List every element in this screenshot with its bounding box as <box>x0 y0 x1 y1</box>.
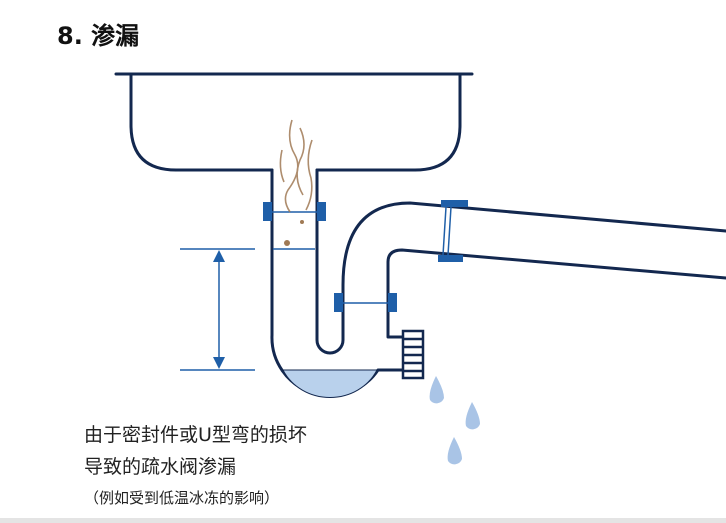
divider <box>0 518 726 523</box>
water-seal <box>282 369 378 398</box>
caption-line-2: 导致的疏水阀渗漏 <box>84 456 237 478</box>
trap-outer-wall <box>270 168 405 398</box>
arrow-down-icon <box>213 357 225 369</box>
cleanout-nut <box>401 329 425 380</box>
sink-basin <box>129 72 462 172</box>
page-title: 8. 渗漏 <box>57 22 140 50</box>
outlet-lower-wall <box>386 248 726 339</box>
caption-line-1: 由于密封件或U型弯的损坏 <box>84 424 307 446</box>
arrow-up-icon <box>213 250 225 262</box>
water-level-dimension <box>180 248 315 371</box>
trap-inner-wall <box>315 168 726 355</box>
seals <box>263 200 468 312</box>
caption-note: （例如受到低温冰冻的影响） <box>84 489 280 507</box>
odor-icon <box>279 119 313 213</box>
droplet-icons <box>429 376 480 465</box>
